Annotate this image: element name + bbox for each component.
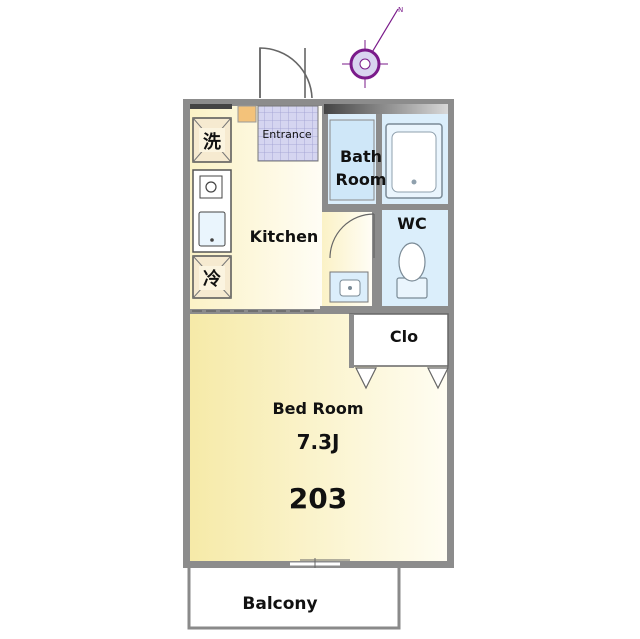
entrance: Entrance bbox=[257, 105, 319, 162]
balcony-label: Balcony bbox=[242, 594, 317, 614]
compass-north: N bbox=[398, 6, 403, 14]
unit-number: 203 bbox=[289, 482, 347, 515]
bedroom-size: 7.3J bbox=[297, 430, 340, 454]
washer-label: 洗 bbox=[203, 131, 221, 153]
compass: N bbox=[342, 6, 403, 88]
balcony: Balcony bbox=[187, 564, 401, 630]
washer-space: 洗 bbox=[192, 117, 232, 163]
toilet-bowl bbox=[398, 242, 426, 282]
wc-label: WC bbox=[397, 214, 426, 233]
window-bar-left bbox=[190, 104, 232, 109]
bedroom-label: Bed Room bbox=[272, 399, 363, 418]
shoe-box bbox=[237, 105, 257, 123]
wc-door bbox=[329, 213, 375, 259]
bath-label-2: Room bbox=[336, 170, 387, 189]
entrance-door bbox=[259, 47, 313, 99]
kitchen-counter bbox=[192, 169, 232, 253]
bath-room: Bath Room bbox=[322, 114, 448, 210]
kitchen-label: Kitchen bbox=[250, 227, 319, 246]
wash-basin bbox=[329, 271, 369, 303]
bath-label-1: Bath bbox=[340, 147, 382, 166]
closet-label: Clo bbox=[390, 327, 418, 346]
fridge-label: 冷 bbox=[203, 268, 221, 290]
stove bbox=[199, 175, 223, 199]
closet: Clo bbox=[349, 313, 449, 390]
sink bbox=[198, 211, 226, 247]
wc-room: WC bbox=[376, 210, 448, 308]
fridge-space: 冷 bbox=[192, 255, 232, 299]
partition-wall bbox=[320, 306, 450, 314]
entrance-label: Entrance bbox=[262, 128, 312, 141]
window-bar-right bbox=[324, 104, 448, 114]
